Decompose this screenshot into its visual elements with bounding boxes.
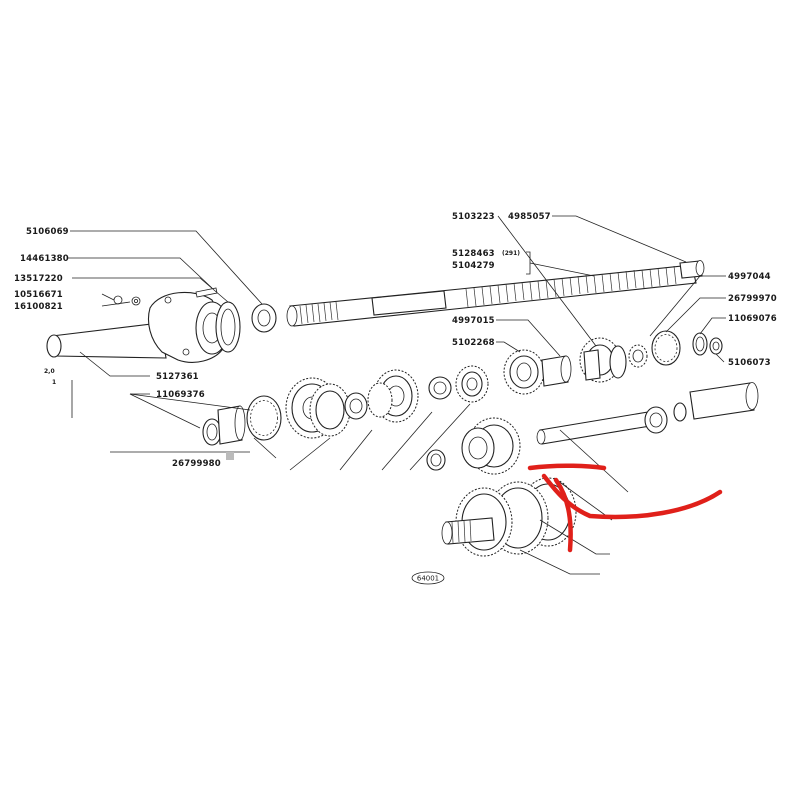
drawing-number-stamp: 64001 <box>411 571 445 585</box>
label-5106073: 5106073 <box>728 358 771 368</box>
label-5127361: 5127361 <box>156 372 199 382</box>
input-shaft-end <box>46 334 62 358</box>
shade-patch <box>226 452 234 460</box>
label-14461380: 14461380 <box>20 254 69 264</box>
label-16100821: 16100821 <box>14 302 63 312</box>
upper-right-cluster <box>503 330 723 395</box>
middle-gear-train <box>202 365 489 446</box>
ring-lower <box>673 402 687 422</box>
input-shaft-assembly <box>46 287 277 363</box>
red-arc-mark <box>527 463 607 471</box>
label-4985057: 4985057 <box>508 212 551 222</box>
red-arrow-curve <box>541 473 723 520</box>
label-4997044: 4997044 <box>728 272 771 282</box>
label-5128463: 5128463 <box>452 249 495 259</box>
label-11069376: 11069376 <box>156 390 205 400</box>
label-5102268: 5102268 <box>452 338 495 348</box>
lower-shaft-assembly <box>426 382 759 557</box>
main-shaft-splines <box>299 265 677 325</box>
countershaft <box>539 411 651 445</box>
label-26799980: 26799980 <box>172 459 221 469</box>
main-splined-shaft <box>286 260 705 327</box>
label-10516671: 10516671 <box>14 290 63 300</box>
red-arrow-lower <box>553 477 573 553</box>
sleeve-lower <box>689 382 755 420</box>
nut-10516671 <box>113 295 123 305</box>
flange-bolt-hole <box>164 296 172 304</box>
margin-mark-1: 1 <box>52 379 56 386</box>
label-4997015: 4997015 <box>452 316 495 326</box>
part-labels: 5106069 14461380 13517220 10516671 16100… <box>14 212 777 469</box>
margin-mark-2-0: 2,0 <box>44 368 55 375</box>
label-5104279: 5104279 <box>452 261 495 271</box>
label-26799970: 26799970 <box>728 294 777 304</box>
label-5103223: 5103223 <box>452 212 495 222</box>
leader-lines <box>68 215 726 575</box>
label-11069076: 11069076 <box>728 314 777 324</box>
label-13517220: 13517220 <box>14 274 63 284</box>
label-291: (291) <box>502 250 520 257</box>
label-5106069: 5106069 <box>26 227 69 237</box>
red-highlight-marks <box>527 463 723 553</box>
drawing-number: 64001 <box>417 575 439 583</box>
